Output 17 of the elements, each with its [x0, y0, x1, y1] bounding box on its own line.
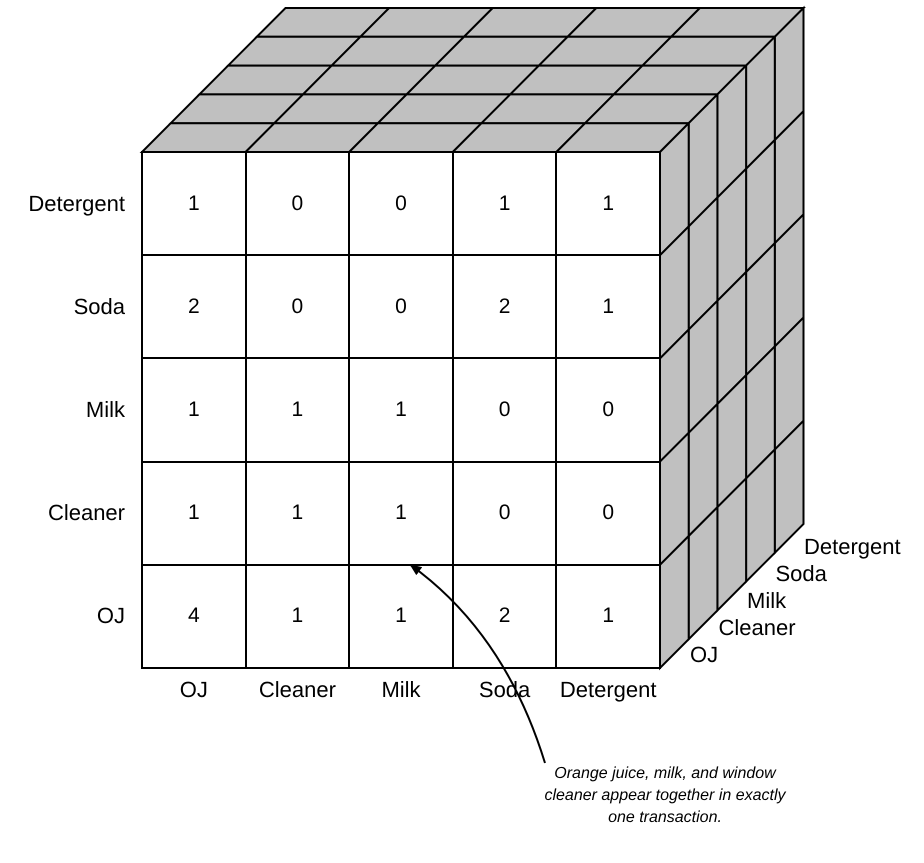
column-label: Detergent	[558, 678, 658, 702]
depth-label: OJ	[690, 643, 718, 667]
column-label: OJ	[178, 678, 209, 702]
row-label: Milk	[86, 398, 125, 422]
count-cell: 4	[141, 564, 247, 669]
column-label: Milk	[380, 678, 422, 702]
depth-label: Detergent	[804, 535, 901, 559]
depth-label: Cleaner	[718, 616, 796, 640]
leader-arrow	[410, 564, 546, 764]
column-label: Cleaner	[258, 678, 337, 702]
row-label: Cleaner	[48, 501, 125, 526]
row-label: Soda	[74, 294, 125, 319]
depth-label: Milk	[747, 589, 786, 613]
annotation-note: Orange juice, milk, and window cleaner appear together in exactly one transaction.	[540, 763, 790, 829]
depth-label: Soda	[776, 562, 827, 586]
row-label: Detergent	[28, 192, 125, 216]
row-label: OJ	[96, 604, 125, 628]
